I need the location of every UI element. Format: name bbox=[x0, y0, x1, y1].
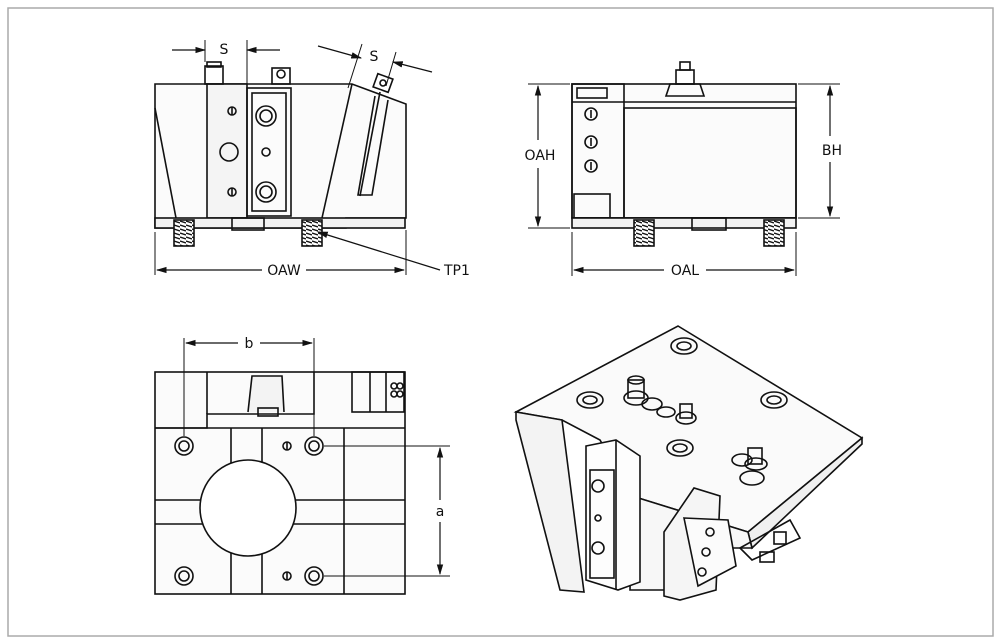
dim-label-oaw: OAW bbox=[267, 263, 301, 279]
side-view bbox=[528, 61, 840, 276]
dim-label-s-left: S bbox=[220, 42, 229, 58]
dim-label-s-right: S bbox=[370, 49, 379, 65]
dim-label-a: a bbox=[436, 504, 445, 520]
drawing-border bbox=[7, 7, 994, 637]
dim-label-b: b bbox=[245, 336, 254, 352]
side-view-dimensions bbox=[534, 84, 834, 274]
dim-label-oah: OAH bbox=[525, 148, 556, 164]
bottom-view bbox=[154, 338, 450, 595]
bottom-view-dimensions bbox=[184, 339, 444, 576]
dim-label-oal: OAL bbox=[671, 263, 699, 279]
dim-label-bh: BH bbox=[822, 143, 842, 159]
callout-label-tp1: TP1 bbox=[443, 263, 470, 279]
isometric-view bbox=[513, 325, 864, 601]
front-view bbox=[154, 40, 407, 275]
front-view-dimensions bbox=[155, 45, 441, 274]
